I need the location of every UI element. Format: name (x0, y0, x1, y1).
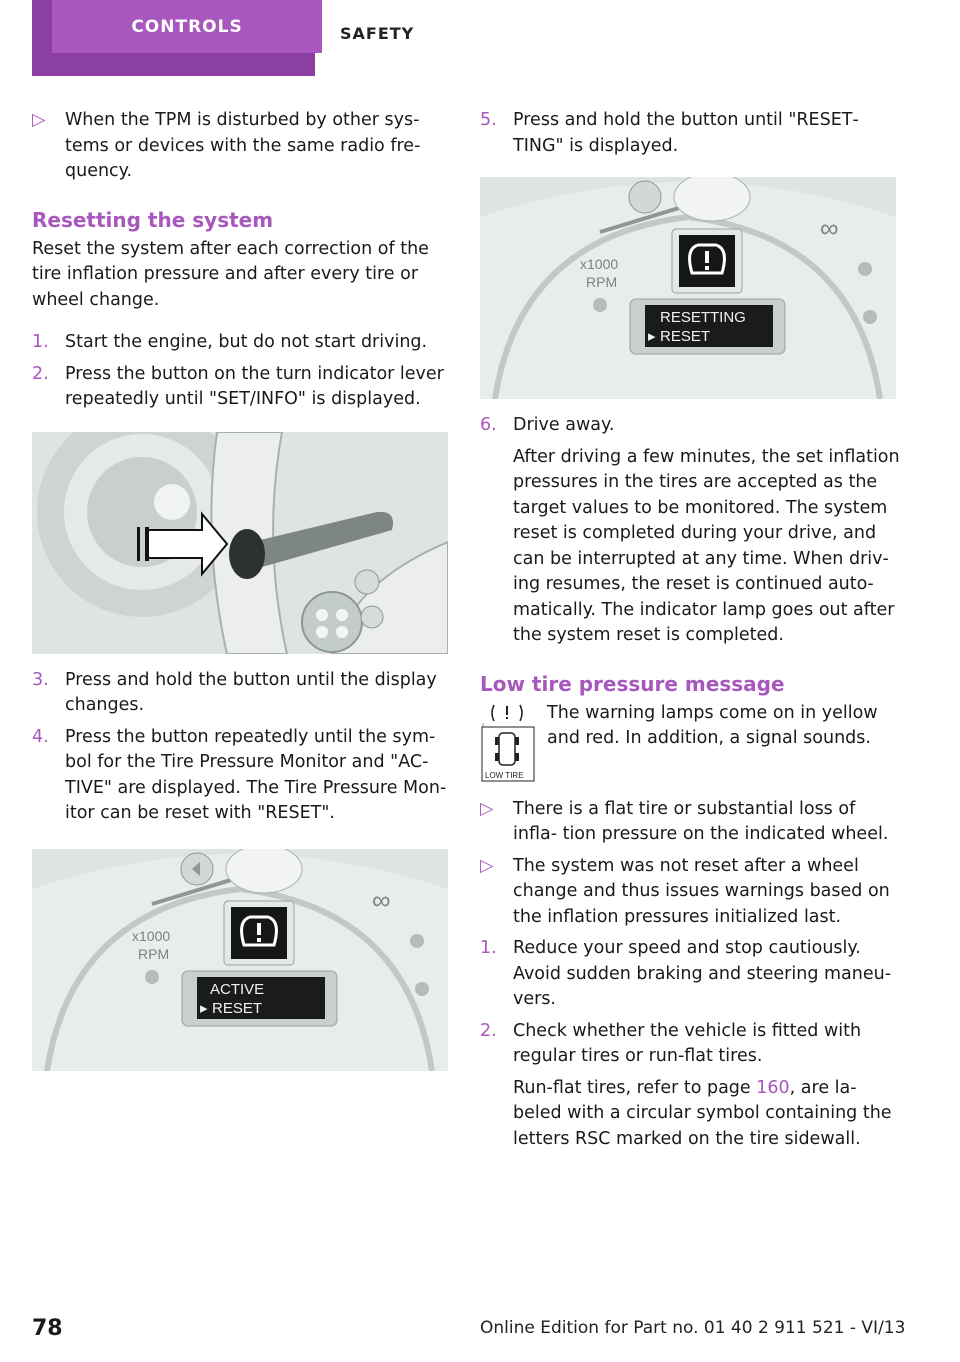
svg-text:▸: ▸ (648, 328, 656, 345)
svg-text:x1000: x1000 (132, 928, 170, 944)
display-line-2: RESET (212, 1000, 262, 1017)
svg-text:RPM: RPM (138, 946, 169, 962)
instrument-cluster-resetting-image: RESETTING ▸ RESET x1000 RPM ∞ (480, 177, 896, 399)
page-number: 78 (32, 1316, 63, 1341)
online-edition-text: Online Edition for Part no. 01 40 2 911 … (480, 1318, 906, 1338)
right-column: 5. Press and hold the button until "RESE… (480, 108, 900, 1152)
display-line-1: ACTIVE (210, 981, 264, 998)
instrument-cluster-active-image: ACTIVE ▸ RESET x1000 RPM ∞ (32, 848, 448, 1071)
turn-indicator-lever-image (32, 431, 448, 654)
heading-resetting-system: Resetting the system (32, 207, 274, 232)
list-item: 5. Press and hold the button until "RESE… (480, 110, 859, 156)
left-column: ▷ When the TPM is disturbed by other sys… (32, 108, 452, 1071)
triangle-bullet-icon: ▷ (32, 110, 46, 130)
reset-intro-text: Reset the system after each correction o… (32, 238, 429, 310)
low-tire-warning-icon: LOW TIRE (480, 701, 536, 781)
list-item: 2. Press the button on the turn indicato… (32, 363, 444, 410)
list-item: 2. Check whether the vehicle is fitted w… (480, 1020, 862, 1067)
list-item: 1. Reduce your speed and stop cautiously… (480, 938, 892, 1009)
svg-text:▸: ▸ (200, 1000, 208, 1017)
list-item: ▷ The system was not reset after a wheel… (480, 854, 900, 931)
list-item: 1. Start the engine, but do not start dr… (32, 332, 428, 352)
triangle-bullet-icon: ▷ (480, 855, 494, 876)
header-tab-controls[interactable]: CONTROLS (32, 0, 322, 76)
svg-text:RPM: RPM (586, 274, 617, 290)
svg-text:∞: ∞ (372, 885, 391, 915)
list-item: 3. Press and hold the button until the d… (32, 669, 437, 716)
header-tab-safety[interactable]: SAFETY (340, 24, 415, 43)
runflat-text: Run-flat tires, refer to page 160, are l… (513, 1077, 892, 1149)
svg-text:∞: ∞ (820, 213, 839, 243)
low-tire-label: LOW TIRE (485, 771, 524, 780)
triangle-bullet-icon: ▷ (480, 798, 494, 819)
tab-controls-label: CONTROLS (131, 16, 243, 37)
step-6-detail: After driving a few minutes, the set inf… (513, 446, 900, 646)
display-line-1: RESETTING (660, 309, 746, 326)
warning-lamps-text: The warning lamps come on in yellow and … (547, 702, 878, 749)
svg-text:x1000: x1000 (580, 256, 618, 272)
list-item: ▷ When the TPM is disturbed by other sys… (32, 108, 452, 185)
list-item: 4. Press the button repeatedly until the… (32, 726, 447, 824)
list-item: ▷ There is a flat tire or substantial lo… (480, 797, 900, 848)
heading-low-tire-pressure: Low tire pressure message (480, 671, 785, 696)
warning-block: LOW TIRE The warning lamps come on in ye… (480, 701, 900, 789)
display-line-2: RESET (660, 328, 710, 345)
list-item: 6. Drive away. (480, 415, 615, 435)
page-160-link[interactable]: 160 (756, 1077, 790, 1098)
